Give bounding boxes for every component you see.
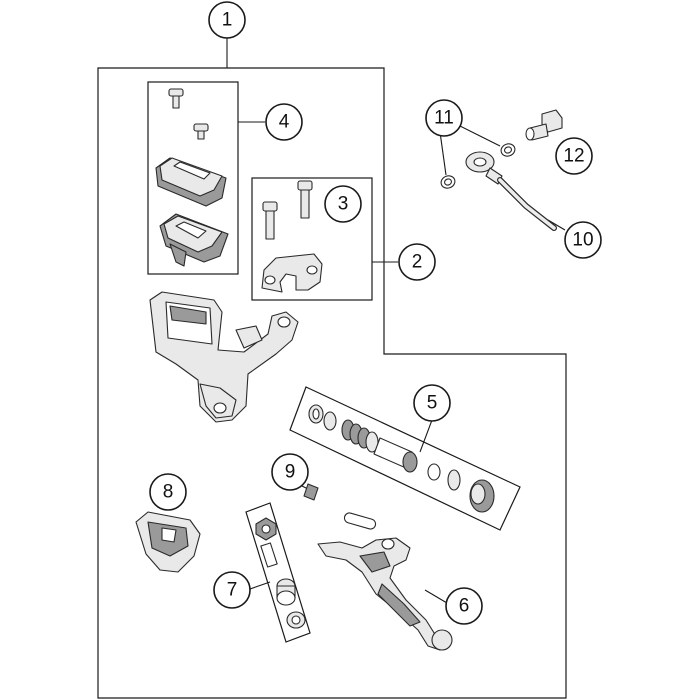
callout-12: 12	[555, 137, 593, 175]
leader-5	[419, 419, 433, 453]
clamp-screw-a	[262, 201, 278, 240]
clamp-screw-b	[297, 180, 313, 219]
sealing-ring-b	[440, 175, 456, 189]
callout-7: 7	[213, 571, 251, 609]
banjo-fitting	[465, 151, 503, 185]
cover-screw-b	[193, 123, 209, 140]
adjuster-set-screw	[303, 483, 319, 501]
reservoir-cover	[155, 157, 227, 207]
pivot-bolt-kit	[255, 517, 306, 629]
callout-1-label: 1	[222, 10, 233, 31]
reservoir-cover-kit	[155, 88, 229, 267]
reservoir-membrane	[159, 213, 229, 267]
callout-1: 1	[208, 1, 246, 39]
lever-push-rod	[343, 512, 377, 530]
master-cylinder-body	[149, 291, 299, 423]
brake-hose-assembly	[440, 109, 563, 231]
callout-9: 9	[271, 453, 309, 491]
return-spring	[341, 419, 379, 453]
callout-4: 4	[265, 103, 303, 141]
leader-7	[249, 581, 271, 590]
callout-9-label: 9	[285, 462, 296, 483]
seal-ring-b	[323, 411, 337, 431]
callout-6-label: 6	[459, 596, 470, 617]
dust-boot	[469, 479, 495, 513]
seal-ring-c	[447, 469, 461, 491]
piston	[373, 437, 418, 473]
handlebar-clamp	[261, 253, 323, 293]
callout-8: 8	[149, 473, 187, 511]
callout-4-label: 4	[279, 112, 290, 133]
callout-6: 6	[445, 587, 483, 625]
callout-2-label: 2	[412, 252, 423, 273]
sealing-ring-a	[500, 143, 516, 157]
pivot-washer	[286, 611, 306, 629]
callout-11-label: 11	[434, 108, 454, 129]
callout-5: 5	[413, 384, 451, 422]
banjo-bolt	[525, 109, 563, 141]
kit-3-frame	[251, 177, 373, 301]
leader-6	[424, 589, 448, 604]
washer	[427, 463, 441, 481]
callout-11: 11	[425, 99, 463, 137]
kit-5-frame	[289, 386, 521, 531]
callout-10: 10	[564, 221, 602, 259]
piston-seal-kit	[308, 404, 495, 513]
callout-5-label: 5	[427, 393, 438, 414]
brake-lever	[317, 512, 453, 651]
callout-2: 2	[398, 243, 436, 281]
main-assembly-frame	[97, 67, 567, 699]
pivot-bushing	[276, 578, 296, 606]
callout-7-label: 7	[227, 580, 238, 601]
callout-10-label: 10	[572, 230, 593, 251]
pivot-sleeve	[260, 542, 278, 568]
kit-7-frame	[245, 502, 311, 643]
callout-12-label: 12	[563, 146, 584, 167]
handlebar-clamp-kit	[261, 180, 323, 293]
adjuster-cap	[135, 511, 201, 573]
cover-screw-a	[168, 88, 184, 109]
leader-11b	[439, 131, 447, 176]
callout-3-label: 3	[338, 194, 349, 215]
callout-3: 3	[324, 185, 362, 223]
pivot-nut	[255, 517, 277, 541]
kit-4-frame	[147, 81, 239, 275]
leader-10	[547, 219, 566, 231]
callout-8-label: 8	[163, 482, 174, 503]
